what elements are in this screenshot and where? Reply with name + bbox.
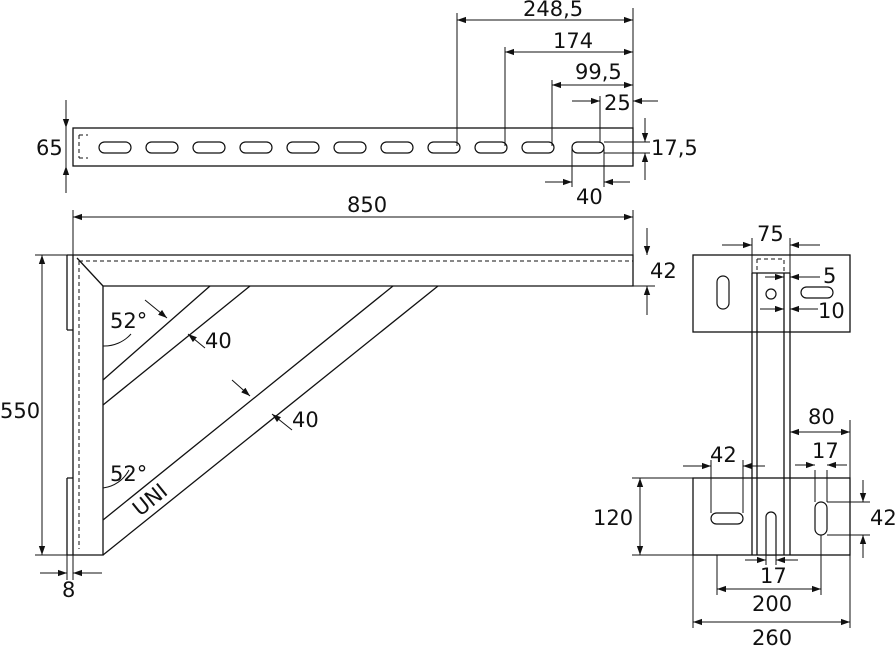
top-view-outline (72, 127, 634, 167)
slot (521, 141, 555, 154)
end-view-extension-lines (814, 470, 828, 502)
dim-42-left: 42 (710, 443, 737, 467)
dim-8: 8 (62, 578, 75, 602)
dim-42-right: 42 (870, 506, 895, 530)
dim-260: 260 (752, 626, 792, 647)
top-plate-hole (765, 288, 777, 300)
vertical-web (751, 272, 791, 555)
end-view-extension-lines (710, 460, 744, 513)
end-view-extension-lines (827, 501, 870, 536)
end-view-extension-lines (632, 477, 693, 556)
bracket-corner-edge (76, 257, 104, 287)
dimension-line (187, 333, 206, 349)
angle-52-upper: 52° (110, 309, 147, 333)
top-view: 248,5 174 99,5 25 65 17,5 40 (36, 0, 698, 209)
slot (239, 141, 273, 154)
top-view-hidden-edge (78, 134, 88, 159)
dim-120: 120 (593, 506, 633, 530)
top-plate-slot-vertical (716, 275, 730, 310)
top-plate-slot-horizontal (800, 286, 834, 299)
dim-17-bottom: 17 (760, 564, 787, 588)
bottom-plate-slot-horizontal (710, 512, 744, 525)
dim-174: 174 (553, 29, 593, 53)
angle-arc-upper (102, 333, 132, 347)
dim-248-5: 248,5 (523, 0, 583, 21)
side-view: 52° 52° 40 40 UNI 850 42 550 8 (0, 193, 677, 602)
angle-arc-lower (102, 469, 130, 489)
slot (427, 141, 461, 154)
bottom-plate-keyhole (765, 511, 777, 556)
dim-200: 200 (752, 592, 792, 616)
slot (192, 141, 226, 154)
top-plate-hidden-lines (756, 258, 785, 273)
dim-75: 75 (757, 222, 784, 246)
slot (286, 141, 320, 154)
top-view-extension-lines (456, 8, 634, 146)
dim-65: 65 (36, 136, 63, 160)
slot (571, 141, 605, 154)
dimension-line (144, 299, 168, 319)
dim-99-5: 99,5 (575, 60, 622, 84)
top-view-extension-lines (604, 141, 650, 154)
dim-25: 25 (604, 91, 631, 115)
end-view: 75 5 10 80 17 42 120 42 17 (593, 222, 895, 647)
dimension-line (231, 379, 251, 397)
top-view-slots (98, 141, 605, 154)
slot (333, 141, 367, 154)
side-view-extension-lines (66, 555, 74, 580)
dim-550: 550 (0, 399, 40, 423)
bottom-plate-slot-vertical (814, 501, 828, 536)
angle-52-lower: 52° (110, 462, 147, 486)
dim-17-5: 17,5 (651, 136, 698, 160)
dim-850: 850 (347, 193, 387, 217)
dim-40-slot: 40 (576, 185, 603, 209)
dim-strut-40-upper: 40 (205, 329, 232, 353)
top-plate (692, 254, 851, 333)
dim-10: 10 (818, 299, 845, 323)
wall-plate-notches (66, 254, 73, 556)
slot (145, 141, 179, 154)
dim-strut-40-lower: 40 (292, 408, 319, 432)
dim-42-arm: 42 (650, 259, 677, 283)
dim-17-top: 17 (812, 439, 839, 463)
top-view-extension-lines (571, 148, 605, 187)
end-view-extension-lines (692, 555, 851, 628)
dim-5: 5 (823, 264, 836, 288)
dimension-line (271, 413, 293, 431)
slot (474, 141, 508, 154)
upper-strut (102, 285, 251, 406)
slot (380, 141, 414, 154)
bracket-hidden-lines (78, 260, 633, 549)
bracket-arm-outline (73, 254, 634, 556)
dim-80: 80 (808, 405, 835, 429)
lower-strut (102, 285, 439, 556)
slot (98, 141, 132, 154)
